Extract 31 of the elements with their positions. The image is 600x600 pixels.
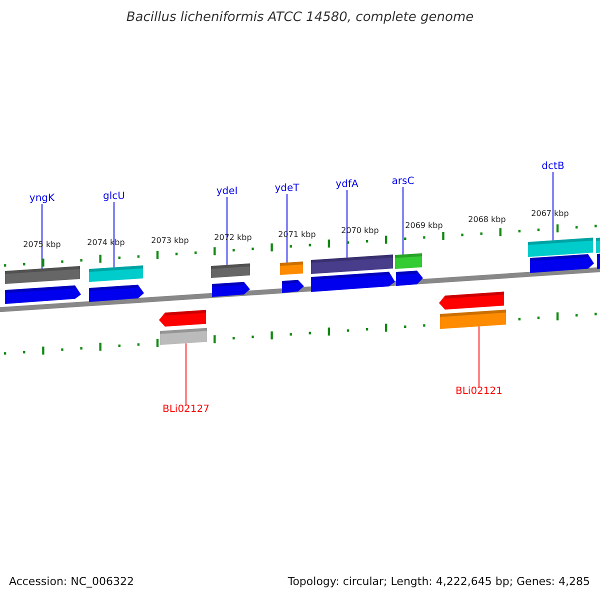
gene-label: ydeT xyxy=(274,184,300,194)
genome-summary-text: Topology: circular; Length: 4,222,645 bp; Genes: 4,285 xyxy=(288,576,590,587)
leader-line xyxy=(552,172,554,241)
diagram-title: Bacillus licheniformis ATCC 14580, complete genome xyxy=(125,11,475,24)
leader-line xyxy=(286,194,288,264)
position-label: 2068 kbp xyxy=(468,216,506,224)
accession-text: Accession: NC_006322 xyxy=(9,576,134,587)
gene-bar xyxy=(160,328,207,345)
gene-bar xyxy=(280,261,303,275)
gene-label: glcU xyxy=(103,192,125,202)
position-label: 2069 kbp xyxy=(405,222,443,230)
gene-label: ydfA xyxy=(336,180,358,190)
position-label: 2073 kbp xyxy=(151,237,189,245)
leader-line xyxy=(226,196,228,266)
gene-bar xyxy=(211,263,250,278)
gene-label: ydeI xyxy=(216,187,238,197)
position-label: 2067 kbp xyxy=(531,210,569,218)
gene-bar xyxy=(440,310,506,329)
gene-label: dctB xyxy=(542,162,564,172)
gene-bar xyxy=(395,253,422,269)
gene-label: BLi02127 xyxy=(162,405,210,415)
gene-label: arsC xyxy=(392,177,414,187)
gene-label: yngK xyxy=(29,194,55,204)
gene-bar xyxy=(89,265,143,282)
leader-line xyxy=(346,190,348,258)
gene-bar xyxy=(311,254,393,274)
gene-bar xyxy=(5,266,80,284)
leader-line xyxy=(478,326,480,388)
leader-line xyxy=(402,186,404,255)
gene-bar xyxy=(528,238,593,257)
gene-label: BLi02121 xyxy=(455,387,503,397)
